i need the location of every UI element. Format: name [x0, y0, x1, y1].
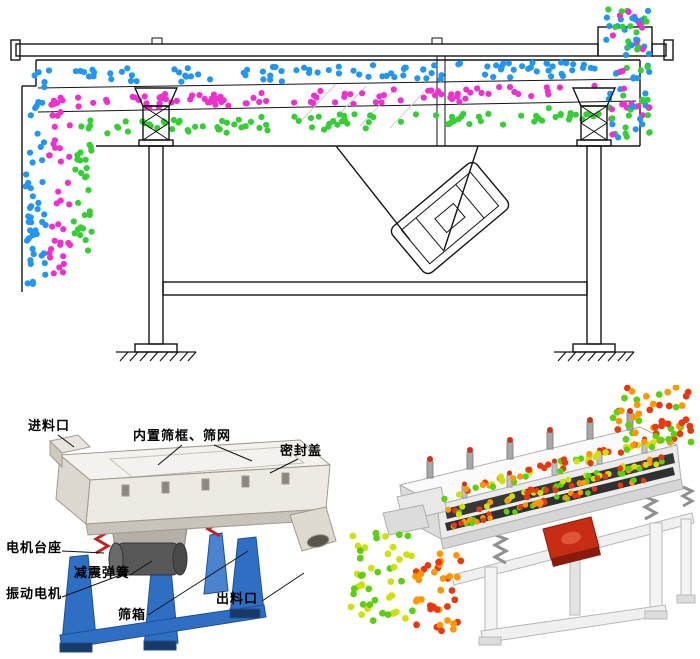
vibration-motor-symbol — [390, 161, 510, 275]
section-hatch — [299, 83, 427, 129]
base-beam — [162, 281, 588, 296]
ground — [116, 351, 635, 362]
label-discharge-outlet: 出料口 — [216, 591, 259, 606]
screen-box-outline — [21, 56, 641, 292]
clamp-posts-back — [426, 408, 634, 479]
machine-3d-render — [347, 385, 696, 646]
suspension-springs — [491, 485, 696, 565]
vibration-motor-3d — [542, 516, 601, 567]
label-feed-inlet: 进料口 — [28, 418, 71, 433]
working-principle-diagram — [10, 6, 674, 362]
label-seal-cover: 密封盖 — [280, 443, 323, 458]
label-leader-lines — [57, 434, 305, 616]
clamp-posts-front — [461, 436, 648, 499]
support-spring-left — [133, 87, 179, 353]
render-particles — [347, 385, 695, 635]
material-particles — [22, 6, 653, 287]
screen-box-body — [48, 434, 337, 552]
machine-structure-photo — [48, 434, 337, 653]
support-spring-right — [571, 87, 617, 353]
label-screen-box: 筛箱 — [118, 607, 147, 622]
label-damper-spring: 减震弹簧 — [74, 565, 131, 580]
label-inner-screen: 内置筛框、筛网 — [133, 428, 232, 443]
machine-stand — [59, 532, 267, 653]
discharge-chutes — [382, 486, 448, 536]
label-vibration-motor: 振动电机 — [6, 586, 63, 601]
dust-cover-lid — [10, 37, 674, 61]
label-motor-base: 电机台座 — [6, 540, 63, 555]
discharge-funnel — [335, 145, 479, 251]
